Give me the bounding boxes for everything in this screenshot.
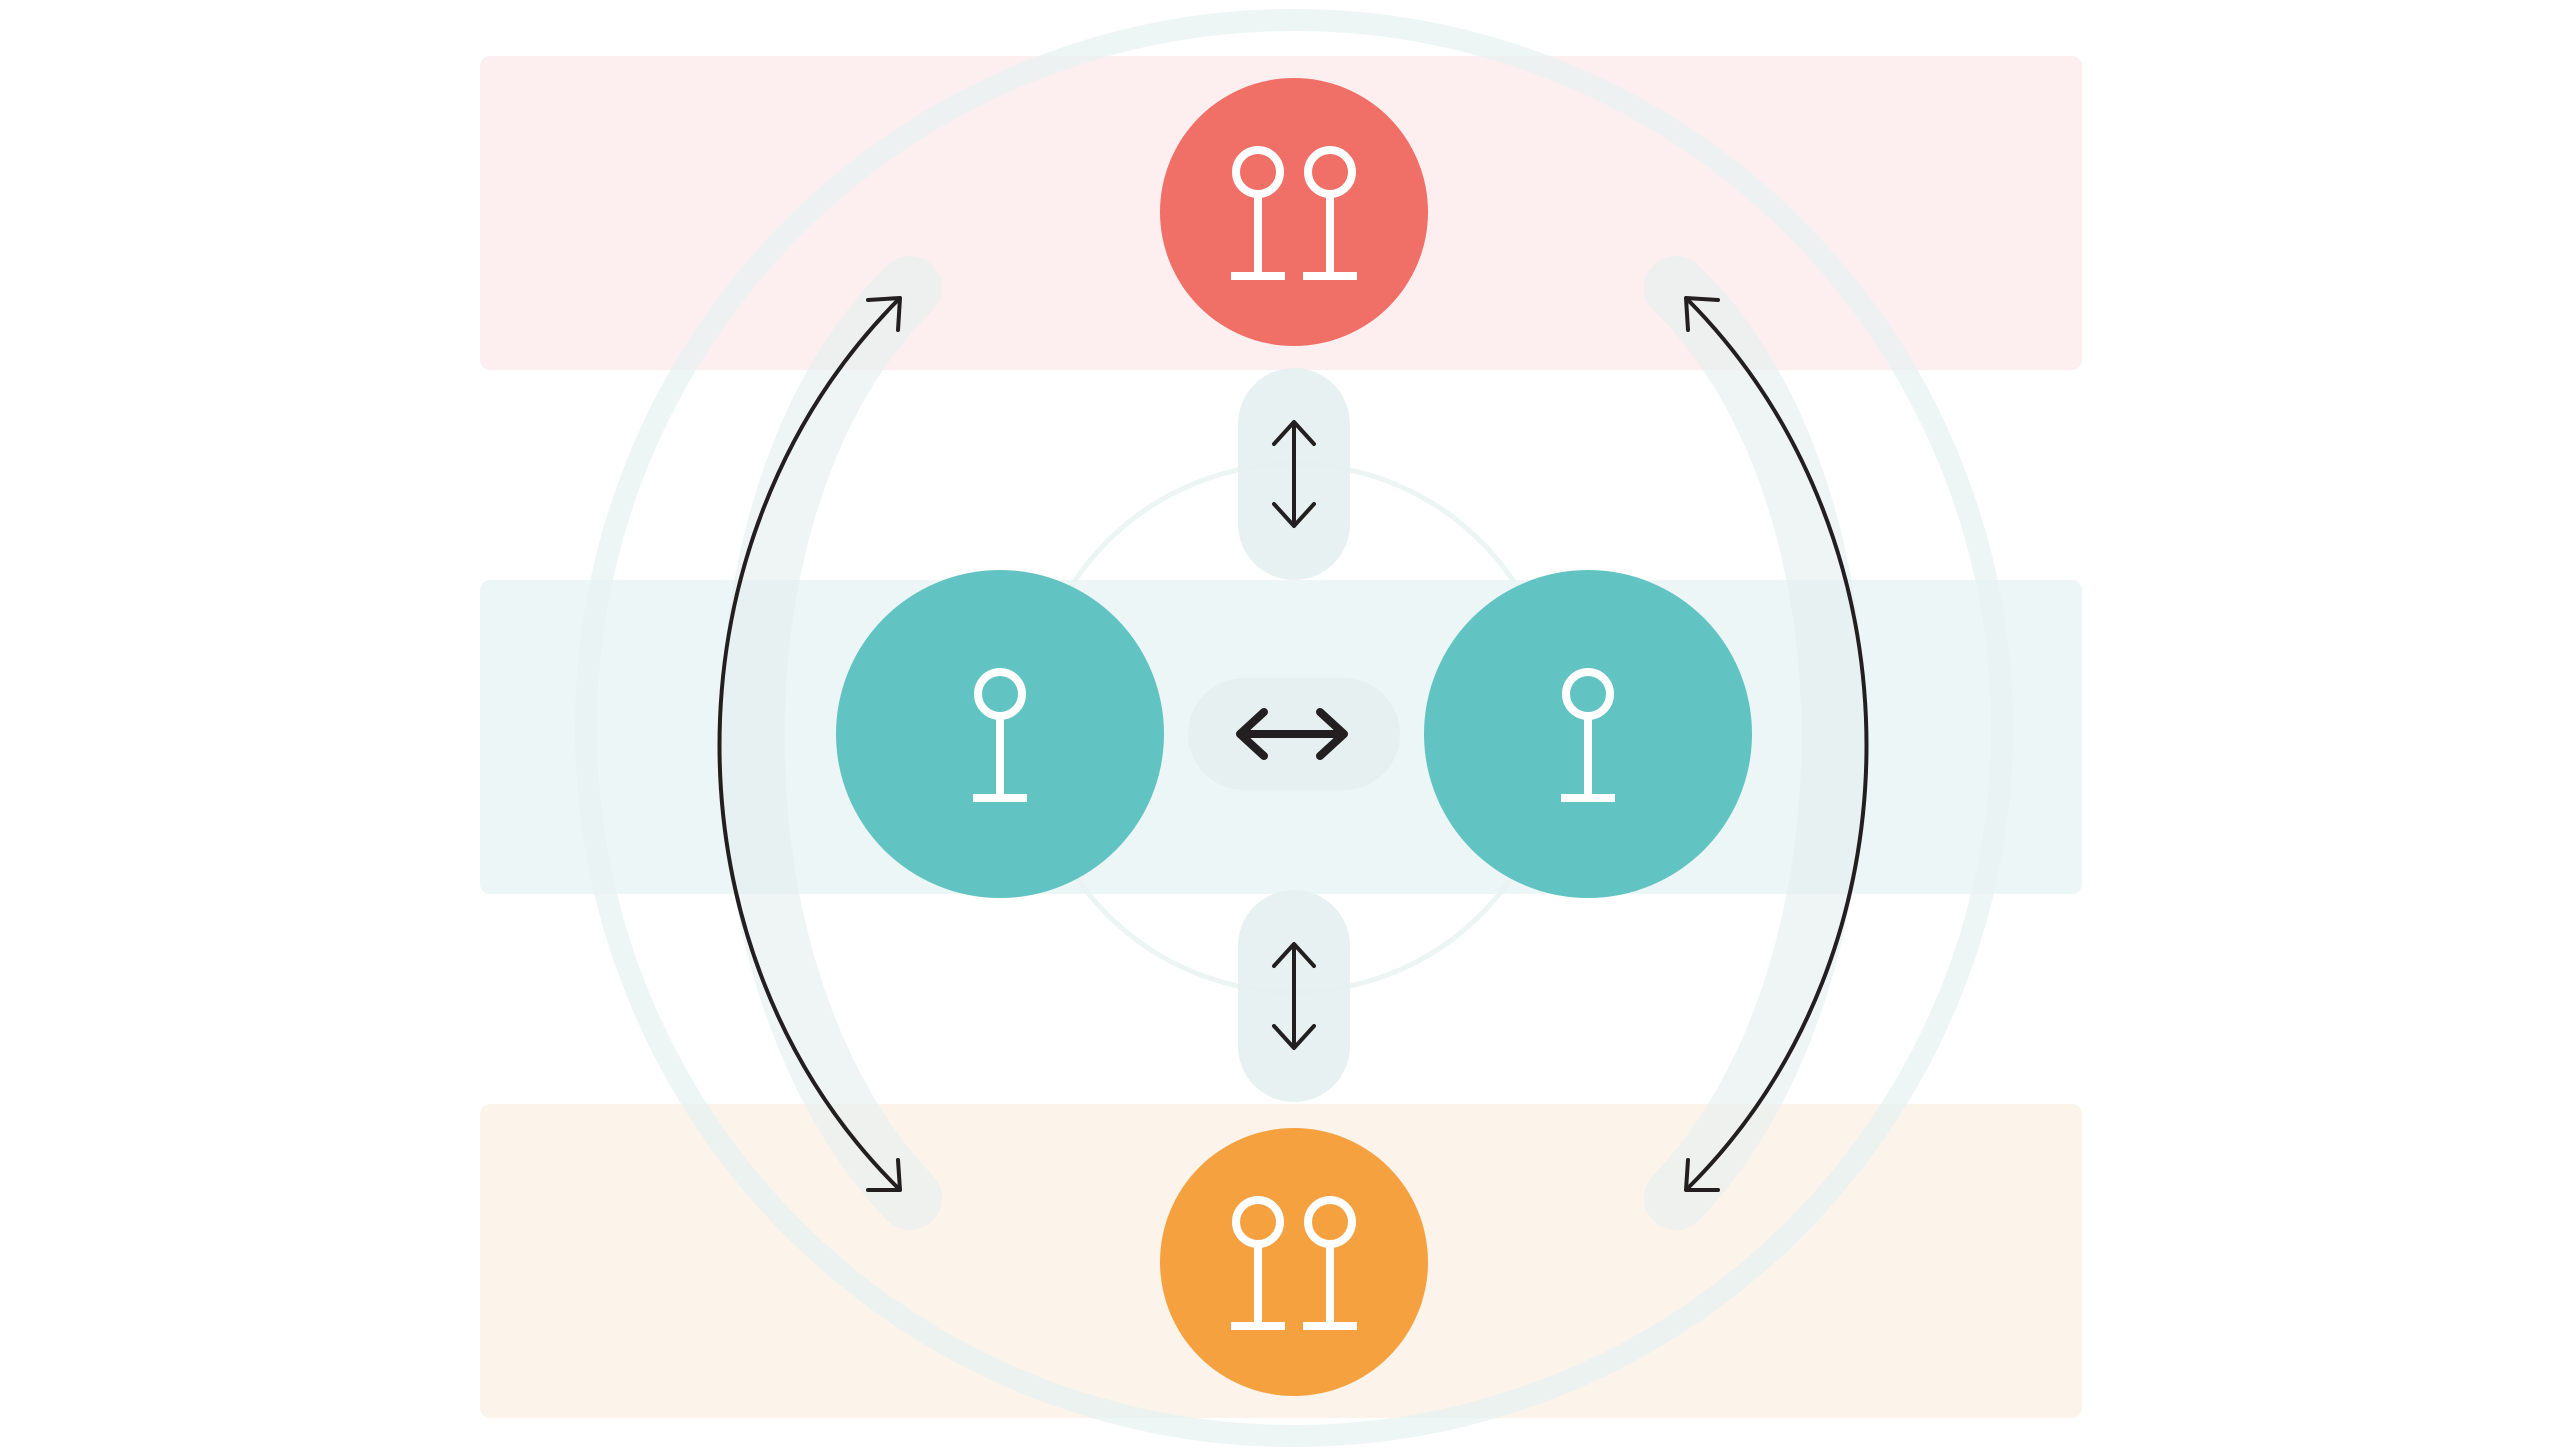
key-icon	[1303, 146, 1357, 280]
node-middle-right	[1424, 570, 1752, 898]
horizontal-double-arrow-icon	[1236, 708, 1348, 760]
node-bottom	[1160, 1128, 1428, 1396]
right-curved-double-arrow-icon	[1684, 296, 1869, 1192]
key-icon	[973, 668, 1027, 802]
vertical-double-arrow-icon	[1272, 942, 1316, 1050]
outer-ring	[575, 9, 2013, 1447]
key-icon	[1303, 1196, 1357, 1330]
right-arc-track	[1644, 256, 1866, 1230]
key-icon	[1231, 1196, 1285, 1330]
vertical-double-arrow-icon	[1272, 420, 1316, 528]
node-top	[1160, 78, 1428, 346]
left-curved-double-arrow-icon	[717, 296, 902, 1192]
left-arc-track	[720, 256, 942, 1230]
key-icon	[1231, 146, 1285, 280]
node-middle-left	[836, 570, 1164, 898]
key-icon	[1561, 668, 1615, 802]
